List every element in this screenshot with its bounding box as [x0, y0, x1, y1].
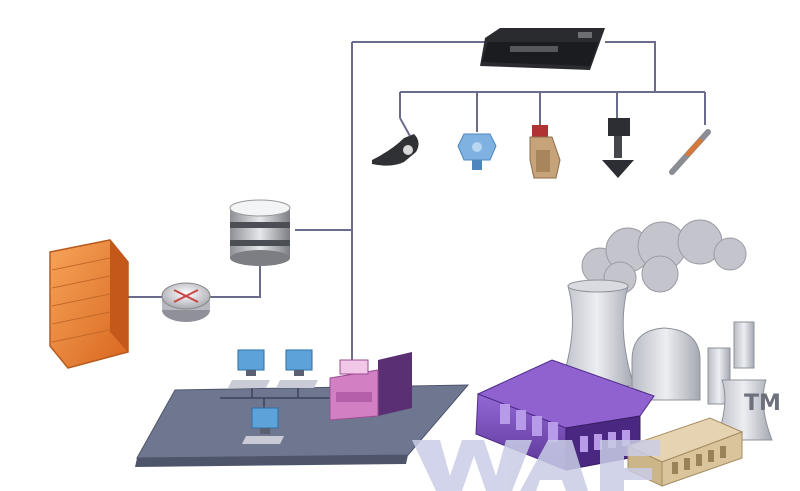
connection-lines	[128, 41, 706, 368]
actuator-icon	[602, 118, 634, 178]
router-icon	[161, 282, 211, 322]
computer-icon	[228, 349, 270, 388]
computer-icon-3	[242, 407, 284, 444]
valve-icon	[529, 125, 561, 179]
office-platform	[135, 384, 470, 467]
database-server-icon	[229, 199, 291, 266]
controller-unit-icon	[480, 28, 605, 70]
computer-icon-2	[276, 349, 318, 388]
probe-sensor-icon	[372, 117, 419, 166]
trademark-label: TM	[744, 391, 781, 416]
firewall-icon	[49, 239, 129, 369]
watermark-logo	[412, 440, 660, 491]
temperature-probe-icon	[669, 129, 711, 175]
flow-meter-icon	[457, 133, 497, 170]
printer-icon	[329, 352, 412, 421]
